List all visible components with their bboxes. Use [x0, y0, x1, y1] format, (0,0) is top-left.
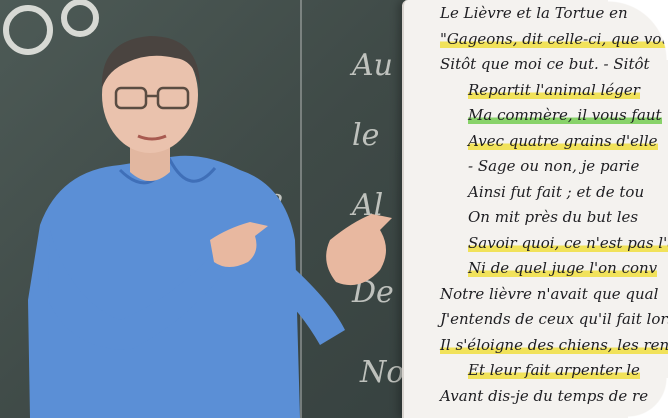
poem-line: Ainsi fut fait ; et de tou [468, 182, 645, 201]
chalk-letter: Au [352, 48, 393, 83]
poem-line: Avec quatre grains d'elle [468, 131, 658, 150]
poem-line: Et leur fait arpenter le [468, 361, 640, 379]
shirt [28, 155, 300, 418]
poem-line: On mit près du but les [468, 208, 639, 226]
board-divider [300, 0, 302, 418]
poem-line: - Sage ou non, je parie [468, 157, 640, 175]
poem-line: Il s'éloigne des chiens, les ren [440, 335, 668, 354]
hair [101, 36, 200, 88]
poem-line: Repartit l'animal léger [468, 80, 640, 99]
chalk-letter: No [360, 355, 405, 390]
poem-line: J'entends de ceux qu'il fait lorsqu [440, 310, 668, 328]
poem-line: Notre lièvre n'avait que qual [440, 284, 659, 303]
glasses [114, 86, 190, 110]
poem-sheet: Le Lièvre et la Tortue en"Gageons, dit c… [402, 0, 668, 418]
poem-line: Sitôt que moi ce but. - Sitôt [440, 55, 650, 73]
poem-line: Le Lièvre et la Tortue en [440, 4, 628, 22]
poem-line: Savoir quoi, ce n'est pas l'a [468, 233, 668, 252]
poem-line: Ma commère, il vous faut [468, 106, 662, 124]
frame-corner [628, 378, 668, 418]
left-hand [210, 222, 268, 267]
poem-line: Ni de quel juge l'on conv [468, 259, 658, 277]
right-hand [326, 214, 392, 286]
left-arm [48, 230, 232, 350]
poem-line: Avant dis-je du temps de re [440, 386, 649, 405]
chalk-drawing-gears [3, 0, 99, 55]
chalk-letter: le [352, 118, 380, 153]
right-arm [275, 260, 345, 345]
frame-corner [608, 0, 668, 60]
teacher [28, 36, 392, 418]
